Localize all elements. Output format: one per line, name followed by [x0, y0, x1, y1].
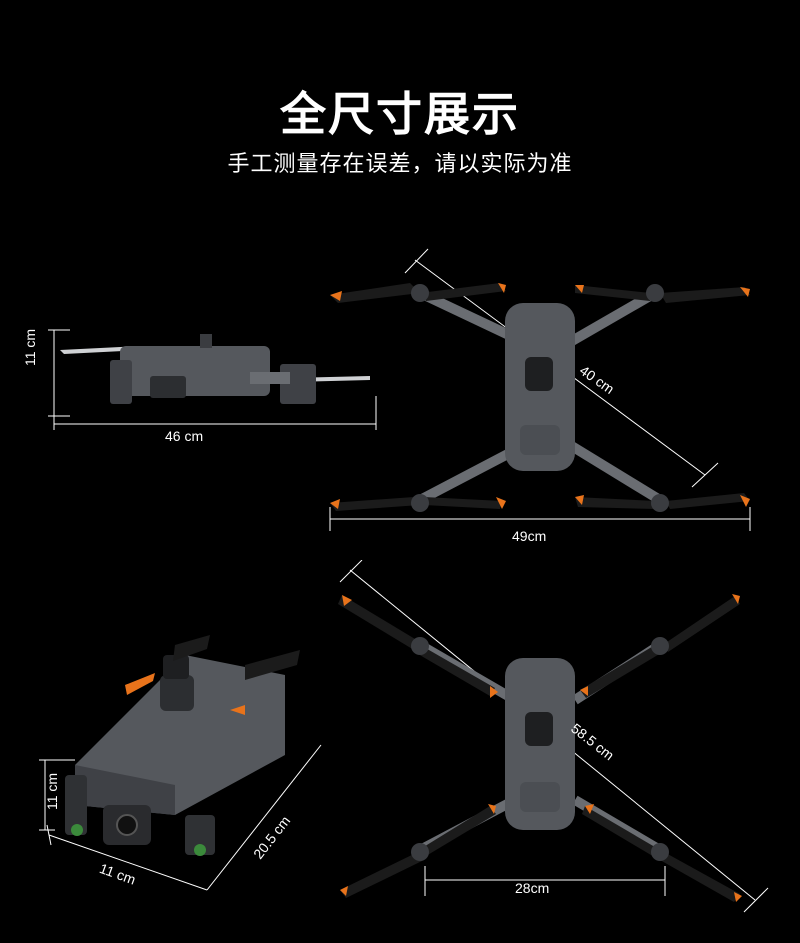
top-unfolded-drone [338, 560, 769, 913]
unfolded-width-label: 28cm [515, 880, 550, 896]
side-view-drone [48, 329, 377, 430]
page-subtitle: 手工测量存在误差，请以实际为准 [227, 152, 573, 177]
side-length-label: 46 cm [165, 428, 204, 444]
angled-drone [39, 635, 322, 891]
folded-width-label: 49cm [512, 528, 547, 544]
top-folded-drone [329, 248, 751, 531]
angled-height-label: 11 cm [44, 772, 60, 810]
side-height-label: 11 cm [22, 328, 38, 366]
page-title: 全尺寸展示 [280, 87, 520, 141]
